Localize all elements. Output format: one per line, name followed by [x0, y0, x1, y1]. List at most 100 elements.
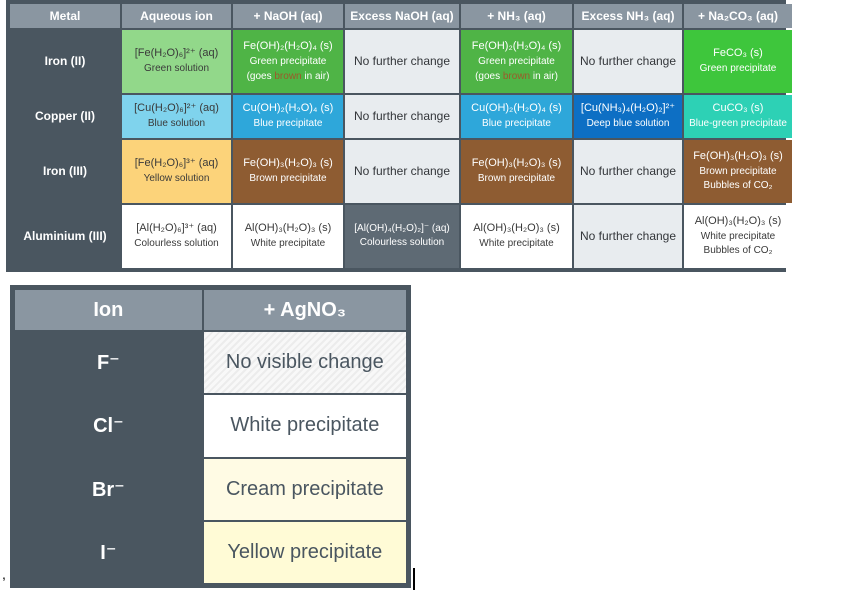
- ion-cell: I⁻: [15, 521, 202, 583]
- na2co3-desc: Green precipitate: [699, 63, 777, 75]
- aqueous-ion-cell: [Fe(H₂O)₆]³⁺ (aq) Yellow solution: [122, 139, 231, 203]
- result-cell: Yellow precipitate: [203, 521, 406, 583]
- text-cursor: [413, 568, 415, 590]
- result-cell: No visible change: [203, 332, 406, 394]
- header-row: Metal Aqueous ion + NaOH (aq) Excess NaO…: [10, 4, 792, 28]
- note-brown-word: brown: [502, 70, 531, 82]
- nh3-cell: Al(OH)₃(H₂O)₃ (s) White precipitate: [461, 204, 572, 268]
- naoh-cell: Fe(OH)₃(H₂O)₃ (s) Brown precipitate: [233, 139, 343, 203]
- naoh-formula: Fe(OH)₃(H₂O)₃ (s): [243, 157, 333, 170]
- table-row: F⁻ No visible change: [15, 332, 406, 394]
- naoh-desc: Blue precipitate: [253, 118, 323, 130]
- na2co3-note: Bubbles of CO₂: [703, 245, 773, 257]
- na2co3-desc: White precipitate: [700, 230, 776, 242]
- excess-nh3-cell: No further change: [574, 139, 682, 203]
- nh3-formula: Fe(OH)₃(H₂O)₃ (s): [471, 157, 562, 170]
- metal-name: Copper (II): [10, 95, 120, 138]
- note-pre: (goes: [475, 70, 503, 82]
- excess-nh3-cell: [Cu(NH₃)₄(H₂O)₂]²⁺ Deep blue solution: [574, 95, 682, 138]
- note-pre: (goes: [246, 70, 275, 82]
- result-cell: Cream precipitate: [203, 458, 406, 520]
- header-ion: Ion: [15, 290, 202, 330]
- metal-name: Iron (II): [10, 30, 120, 94]
- na2co3-cell: Fe(OH)₃(H₂O)₃ (s) Brown precipitate Bubb…: [684, 139, 792, 203]
- excess-naoh-cell: No further change: [345, 95, 459, 138]
- result-cell: White precipitate: [203, 395, 406, 457]
- naoh-cell: Cu(OH)₂(H₂O)₄ (s) Blue precipitate: [233, 95, 343, 138]
- excess-nh3-cell: No further change: [574, 204, 682, 268]
- header-aqueous-ion: Aqueous ion: [122, 4, 231, 28]
- metal-ion-reactions-table: Metal Aqueous ion + NaOH (aq) Excess NaO…: [6, 0, 792, 272]
- table-row: Br⁻ Cream precipitate: [15, 458, 406, 520]
- metal-name: Iron (III): [10, 139, 120, 203]
- ion-cell: Br⁻: [15, 458, 202, 520]
- note-post: in air): [301, 70, 330, 82]
- nh3-note: (goes brown in air): [463, 70, 570, 85]
- nh3-formula: Al(OH)₃(H₂O)₃ (s): [473, 222, 560, 235]
- excess-naoh-desc: Colourless solution: [359, 237, 445, 249]
- na2co3-desc: Blue-green precipitate: [689, 118, 787, 130]
- naoh-cell: Al(OH)₃(H₂O)₃ (s) White precipitate: [233, 204, 343, 268]
- nh3-cell: Fe(OH)₃(H₂O)₃ (s) Brown precipitate: [461, 139, 572, 203]
- aqueous-formula: [Al(H₂O)₆]³⁺ (aq): [136, 222, 217, 235]
- table-row: Iron (III) [Fe(H₂O)₆]³⁺ (aq) Yellow solu…: [10, 139, 792, 203]
- excess-naoh-cell: [Al(OH)₄(H₂O)₂]⁻ (aq) Colourless solutio…: [345, 204, 459, 268]
- naoh-desc: White precipitate: [250, 238, 326, 250]
- excess-nh3-formula: [Cu(NH₃)₄(H₂O)₂]²⁺: [580, 102, 676, 115]
- na2co3-cell: Al(OH)₃(H₂O)₃ (s) White precipitate Bubb…: [684, 204, 792, 268]
- na2co3-cell: FeCO₃ (s) Green precipitate: [684, 30, 792, 94]
- na2co3-desc: Brown precipitate: [699, 165, 777, 177]
- header-naoh: + NaOH (aq): [233, 4, 343, 28]
- table-row: Cl⁻ White precipitate: [15, 395, 406, 457]
- nh3-cell: Cu(OH)₂(H₂O)₄ (s) Blue precipitate: [461, 95, 572, 138]
- note-post: in air): [530, 70, 558, 82]
- excess-nh3-cell: No further change: [574, 30, 682, 94]
- header-metal: Metal: [10, 4, 120, 28]
- header-excess-naoh: Excess NaOH (aq): [345, 4, 459, 28]
- aqueous-formula: [Cu(H₂O)₆]²⁺ (aq): [134, 102, 219, 115]
- nh3-cell: Fe(OH)₂(H₂O)₄ (s) Green precipitate (goe…: [461, 30, 572, 94]
- na2co3-formula: Al(OH)₃(H₂O)₃ (s): [694, 214, 782, 227]
- naoh-desc: Green precipitate: [249, 56, 327, 67]
- na2co3-note: Bubbles of CO₂: [703, 180, 773, 192]
- ion-cell: F⁻: [15, 332, 202, 394]
- na2co3-formula: FeCO₃ (s): [713, 47, 763, 60]
- table-row: I⁻ Yellow precipitate: [15, 521, 406, 583]
- table-row: Aluminium (III) [Al(H₂O)₆]³⁺ (aq) Colour…: [10, 204, 792, 268]
- header-agno3: + AgNO₃: [203, 290, 406, 330]
- na2co3-cell: CuCO₃ (s) Blue-green precipitate: [684, 95, 792, 138]
- naoh-formula: Cu(OH)₂(H₂O)₄ (s): [242, 102, 334, 115]
- aqueous-desc: Blue solution: [147, 118, 206, 130]
- nh3-desc: Brown precipitate: [477, 173, 556, 185]
- nh3-desc: Green precipitate: [478, 56, 555, 67]
- metal-name: Aluminium (III): [10, 204, 120, 268]
- aqueous-ion-cell: [Al(H₂O)₆]³⁺ (aq) Colourless solution: [122, 204, 231, 268]
- excess-naoh-formula: [Al(OH)₄(H₂O)₂]⁻ (aq): [354, 222, 450, 234]
- nh3-formula: Fe(OH)₂(H₂O)₄ (s): [471, 40, 562, 53]
- naoh-formula: Al(OH)₃(H₂O)₃ (s): [244, 222, 332, 235]
- aqueous-formula: [Fe(H₂O)₆]³⁺ (aq): [134, 157, 219, 170]
- aqueous-formula: [Fe(H₂O)₆]²⁺ (aq): [134, 47, 219, 60]
- excess-naoh-cell: No further change: [345, 30, 459, 94]
- naoh-desc: Brown precipitate: [249, 173, 327, 185]
- na2co3-formula: CuCO₃ (s): [712, 102, 764, 115]
- header-excess-nh3: Excess NH₃ (aq): [574, 4, 682, 28]
- header-na2co3: + Na₂CO₃ (aq): [684, 4, 792, 28]
- header-nh3: + NH₃ (aq): [461, 4, 572, 28]
- nh3-desc: Blue precipitate: [482, 118, 551, 130]
- stray-comma-text: ,: [2, 566, 6, 582]
- aqueous-ion-cell: [Fe(H₂O)₆]²⁺ (aq) Green solution: [122, 30, 231, 94]
- naoh-formula: Fe(OH)₂(H₂O)₄ (s): [243, 40, 333, 53]
- aqueous-desc: Colourless solution: [134, 238, 219, 250]
- header-row: Ion + AgNO₃: [15, 290, 406, 330]
- na2co3-formula: Fe(OH)₃(H₂O)₃ (s): [693, 149, 783, 162]
- silver-nitrate-halide-table: Ion + AgNO₃ F⁻ No visible change Cl⁻ Whi…: [10, 285, 411, 588]
- nh3-desc: White precipitate: [479, 238, 554, 250]
- ion-cell: Cl⁻: [15, 395, 202, 457]
- excess-naoh-cell: No further change: [345, 139, 459, 203]
- aqueous-desc: Yellow solution: [143, 173, 210, 185]
- excess-nh3-desc: Deep blue solution: [586, 118, 670, 130]
- aqueous-ion-cell: [Cu(H₂O)₆]²⁺ (aq) Blue solution: [122, 95, 231, 138]
- nh3-formula: Cu(OH)₂(H₂O)₄ (s): [471, 102, 562, 115]
- aqueous-desc: Green solution: [143, 63, 210, 75]
